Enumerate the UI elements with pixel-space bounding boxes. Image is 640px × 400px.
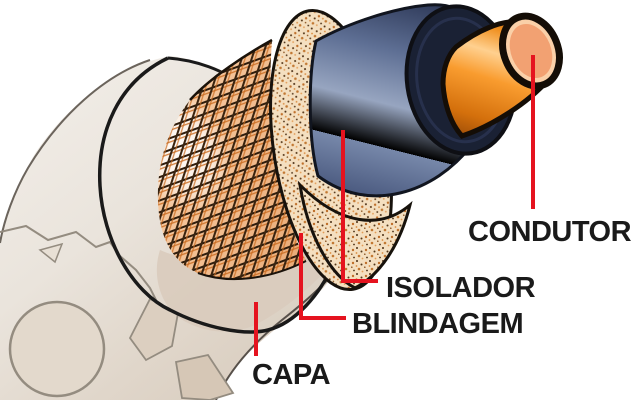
labels: CONDUTOR ISOLADOR BLINDAGEM CAPA: [252, 216, 632, 391]
label-capa: CAPA: [252, 359, 331, 391]
foam-ring-front: [297, 180, 413, 290]
callout-lines: [254, 55, 535, 356]
jacket-zigzag-cut: [0, 224, 161, 309]
callout-line-blindagem: [299, 233, 346, 320]
braid-top-edge: [189, 38, 273, 101]
label-blindagem: BLINDAGEM: [352, 308, 523, 340]
jacket-opening-rim: [97, 56, 335, 334]
conductor-condutor: [440, 12, 563, 139]
braid-bottom-edge: [197, 260, 307, 281]
conductor-end-face: [509, 23, 553, 79]
jacket-facet-2: [174, 353, 235, 400]
label-condutor: CONDUTOR: [468, 216, 632, 248]
jacket-outer-edge: [0, 59, 151, 244]
jacket-circle-detail: [8, 300, 106, 398]
callout-line-isolador: [341, 130, 378, 283]
jacket-facet-3: [38, 242, 64, 264]
label-isolador: ISOLADOR: [386, 272, 536, 304]
